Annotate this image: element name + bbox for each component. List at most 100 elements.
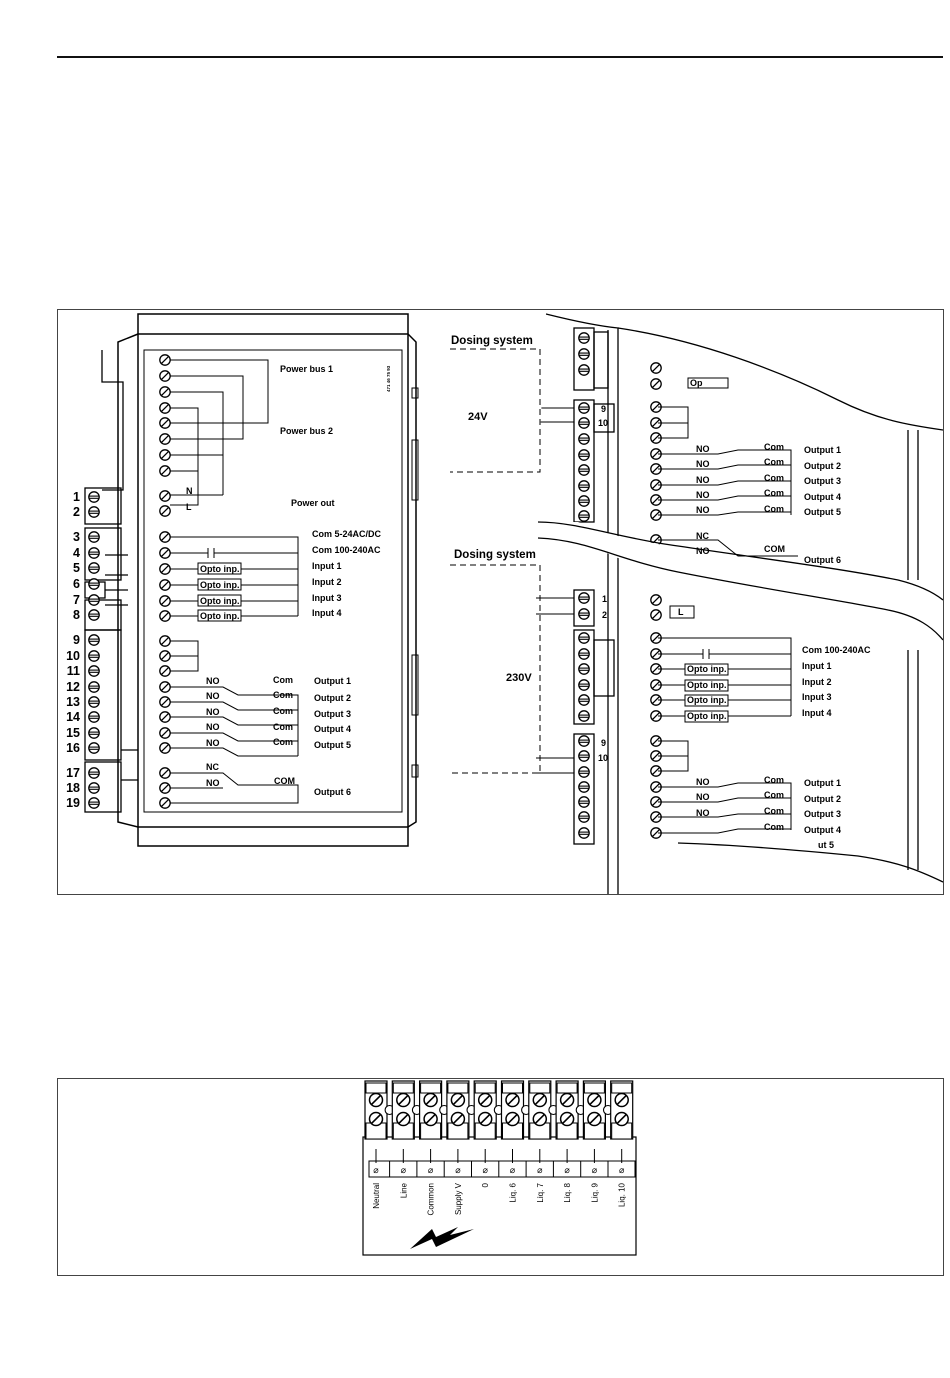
opto-label: Opto inp. bbox=[687, 695, 727, 705]
screw-terminal-icon bbox=[159, 696, 171, 708]
terminal-screw-icon bbox=[423, 1111, 438, 1127]
terminal-number-18: 18 bbox=[66, 781, 80, 795]
terminal-screw-icon bbox=[578, 710, 590, 722]
terminal-screw-icon bbox=[88, 506, 100, 518]
terminal-symbol-icon: ⌀ bbox=[592, 1165, 598, 1175]
no-label: NO bbox=[206, 778, 220, 788]
terminal-number-19: 19 bbox=[66, 796, 80, 810]
input-4-label: Input 4 bbox=[802, 708, 832, 718]
terminal-screw-icon bbox=[578, 332, 590, 344]
terminal-screw-icon bbox=[88, 727, 100, 739]
terminal-number-7: 7 bbox=[73, 593, 80, 607]
terminal-screw-icon bbox=[578, 402, 590, 414]
high-voltage-lightning-icon bbox=[410, 1227, 474, 1249]
terminal-number-14: 14 bbox=[66, 710, 80, 724]
tear-edge-lower bbox=[677, 842, 943, 883]
terminal-screw-icon bbox=[88, 782, 100, 794]
terminal-number-6: 6 bbox=[73, 577, 80, 591]
com-label: Com bbox=[273, 737, 293, 747]
output-4-label: Output 4 bbox=[314, 724, 351, 734]
terminal-screw-icon bbox=[578, 632, 590, 644]
output-1-label: Output 1 bbox=[804, 445, 841, 455]
no-label: NO bbox=[696, 808, 710, 818]
pin-2: 2 bbox=[602, 610, 607, 620]
opto-label: Opto inp. bbox=[200, 611, 240, 621]
l-label: L bbox=[186, 502, 192, 512]
screw-terminal-icon bbox=[159, 402, 171, 414]
terminal-screw-icon bbox=[578, 480, 590, 492]
com-label: Com bbox=[273, 706, 293, 716]
terminal-screw-icon bbox=[559, 1092, 575, 1108]
com-label: Com bbox=[764, 457, 784, 467]
nc-label: NC bbox=[696, 531, 709, 541]
terminal-label: Liq. 7 bbox=[536, 1182, 545, 1202]
terminal-screw-icon bbox=[88, 547, 100, 559]
terminal-screw-icon bbox=[578, 735, 590, 747]
terminal-symbol-icon: ⌀ bbox=[428, 1165, 434, 1175]
terminal-screw-icon bbox=[395, 1111, 411, 1127]
screw-terminal-icon bbox=[159, 635, 171, 647]
terminal-screw-icon bbox=[88, 681, 100, 693]
pin-10: 10 bbox=[598, 753, 608, 763]
no-label: NO bbox=[696, 792, 710, 802]
terminal-screw-icon bbox=[88, 650, 100, 662]
terminal-block-left bbox=[84, 350, 138, 813]
screw-terminal-icon bbox=[159, 681, 171, 693]
terminal-symbol-icon: ⌀ bbox=[537, 1165, 543, 1175]
com-label: Com bbox=[273, 722, 293, 732]
power-out-label: Power out bbox=[291, 498, 335, 508]
terminal-screw-icon bbox=[587, 1111, 602, 1127]
terminal-screw-icon bbox=[578, 766, 590, 778]
terminal-screw-icon bbox=[88, 531, 100, 543]
terminal-screw-icon bbox=[578, 648, 590, 660]
terminal-number-3: 3 bbox=[73, 530, 80, 544]
terminal-strip: ⌀Neutral⌀Line⌀Common⌀Supply V⌀0⌀Liq. 6⌀L… bbox=[362, 1080, 637, 1256]
no-label: NO bbox=[206, 722, 220, 732]
tear-edge-top bbox=[537, 521, 943, 601]
terminal-symbol-icon: ⌀ bbox=[619, 1165, 625, 1175]
terminal-screw-icon bbox=[578, 449, 590, 461]
output-1-label: Output 1 bbox=[314, 676, 351, 686]
terminal-screw-icon bbox=[88, 696, 100, 708]
com-caps-label: COM bbox=[764, 544, 785, 554]
com-label: Com bbox=[764, 806, 784, 816]
screw-terminal-icon bbox=[159, 449, 171, 461]
output-1-label: Output 1 bbox=[804, 778, 841, 788]
opto-label: Opto inp. bbox=[200, 564, 240, 574]
terminal-number-13: 13 bbox=[66, 695, 80, 709]
input-2-label: Input 2 bbox=[802, 677, 832, 687]
terminal-screw-icon bbox=[578, 694, 590, 706]
terminal-symbol-icon: ⌀ bbox=[564, 1165, 570, 1175]
screw-terminal-icon bbox=[650, 549, 662, 561]
no-label: NO bbox=[206, 676, 220, 686]
terminal-screw-icon bbox=[578, 348, 590, 360]
output-2-label: Output 2 bbox=[314, 693, 351, 703]
output-6-label: Output 6 bbox=[314, 787, 351, 797]
com-label: Com bbox=[273, 675, 293, 685]
screw-terminal-icon bbox=[159, 797, 171, 809]
screw-terminal-icon bbox=[159, 386, 171, 398]
screw-terminal-icon bbox=[159, 782, 171, 794]
no-label: NO bbox=[696, 459, 710, 469]
output-5-label: Output 5 bbox=[804, 507, 841, 517]
terminal-label: Supply V bbox=[454, 1182, 463, 1215]
terminal-screw-icon bbox=[88, 609, 100, 621]
output-4-label: Output 4 bbox=[804, 825, 841, 835]
terminal-cell: ⌀ Liq. 7 bbox=[528, 1080, 559, 1203]
screw-terminal-icon bbox=[650, 594, 662, 606]
output-5-cut-label: ut 5 bbox=[818, 840, 834, 850]
com-label: Com bbox=[764, 775, 784, 785]
pin-10: 10 bbox=[598, 418, 608, 428]
screw-terminal-icon bbox=[650, 609, 662, 621]
n-label: N bbox=[186, 486, 193, 496]
terminal-label: Liq. 9 bbox=[590, 1182, 599, 1202]
terminal-screw-icon bbox=[88, 594, 100, 606]
screw-terminal-icon bbox=[159, 767, 171, 779]
output-3-label: Output 3 bbox=[314, 709, 351, 719]
terminal-symbol-icon: ⌀ bbox=[401, 1165, 407, 1175]
terminal-number-4: 4 bbox=[73, 546, 80, 560]
com-label: Com bbox=[764, 442, 784, 452]
terminal-cell: ⌀Line bbox=[391, 1080, 422, 1198]
terminal-number-1: 1 bbox=[73, 490, 80, 504]
